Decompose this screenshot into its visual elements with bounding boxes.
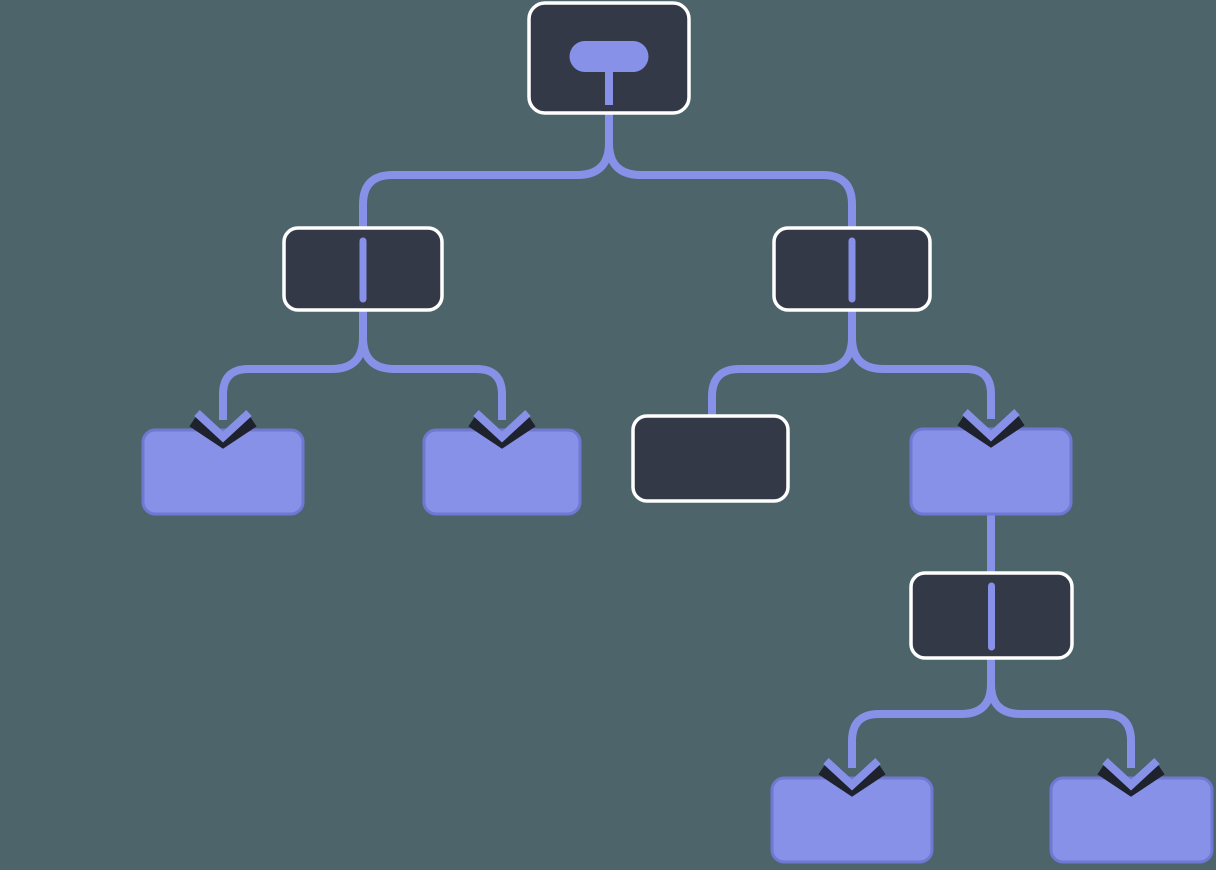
chevron-down-icon bbox=[1102, 758, 1160, 791]
node-leaf-mid-right[interactable] bbox=[909, 427, 1073, 516]
edge-branch-bottom-to-leaf-bot-right-arrowhead bbox=[1097, 758, 1165, 797]
edge-branch-left-to-leaf-mid-left bbox=[359, 306, 506, 420]
node-branch-left[interactable] bbox=[282, 226, 444, 312]
node-branch-bottom[interactable] bbox=[909, 571, 1074, 660]
node-leaf-far-left[interactable] bbox=[141, 428, 305, 516]
edge-branch-right-to-leaf-mid-right-arrowhead bbox=[957, 409, 1025, 448]
node-root[interactable] bbox=[527, 1, 691, 115]
node-branch-right[interactable] bbox=[772, 226, 932, 312]
edge-root-to-branch-right bbox=[605, 108, 856, 234]
node-dark-child[interactable] bbox=[631, 414, 790, 503]
root-connector-icon bbox=[569, 41, 649, 105]
node-body bbox=[631, 414, 790, 503]
node-leaf-bottom-right[interactable] bbox=[1049, 776, 1214, 864]
chevron-down-icon bbox=[473, 410, 531, 443]
edge-branch-bottom-to-leaf-bot-left-arrowhead bbox=[818, 758, 886, 797]
chevron-down-icon bbox=[962, 409, 1020, 442]
edge-branch-right-to-leaf-mid-right bbox=[848, 306, 995, 419]
node-body bbox=[909, 427, 1073, 516]
edge-branch-left-to-leaf-far-left-arrowhead bbox=[189, 410, 257, 449]
node-body bbox=[770, 776, 934, 864]
chevron-down-icon bbox=[194, 410, 252, 443]
node-body bbox=[1049, 776, 1214, 864]
node-leaf-mid-left[interactable] bbox=[422, 428, 582, 516]
node-leaf-bottom-left[interactable] bbox=[770, 776, 934, 864]
edge-branch-left-to-leaf-mid-left-arrowhead bbox=[468, 410, 536, 449]
node-body bbox=[141, 428, 305, 516]
edge-branch-bottom-to-leaf-bot-right bbox=[987, 654, 1135, 768]
chevron-down-icon bbox=[823, 758, 881, 791]
node-body bbox=[422, 428, 582, 516]
